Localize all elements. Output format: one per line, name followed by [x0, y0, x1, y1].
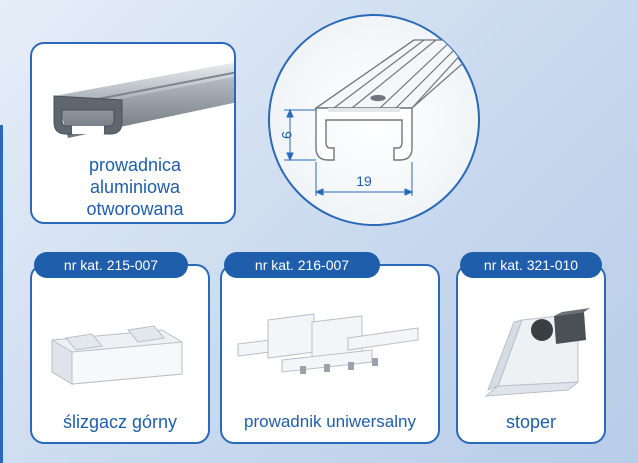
rail-label-line-3: otworowana [86, 199, 184, 219]
product-name-stopper: stoper [505, 412, 557, 432]
stopper-image [484, 308, 590, 397]
product-card-stopper: stoper [456, 264, 606, 444]
rail-label: prowadnica aluminiowa otworowana [32, 154, 234, 220]
badge-216-007: nr kat. 216-007 [224, 252, 380, 278]
rail-card: prowadnica aluminiowa otworowana [30, 42, 236, 224]
profile-diagram: 9 19 [268, 14, 480, 226]
rail-image [53, 62, 234, 138]
product-name-guide: prowadnik uniwersalny [244, 412, 416, 431]
product-name-slider: ślizgacz górny [62, 412, 178, 432]
slider-image [51, 325, 183, 385]
width-dimension-label: 19 [356, 173, 372, 189]
left-border-strip [0, 125, 3, 463]
product-card-guide: prowadnik uniwersalny [220, 264, 440, 444]
product-card-slider: ślizgacz górny [30, 264, 210, 444]
rail-label-line-1: prowadnica [88, 155, 182, 175]
badge-321-010: nr kat. 321-010 [460, 252, 602, 278]
badge-215-007: nr kat. 215-007 [34, 252, 188, 278]
height-dimension-label: 9 [279, 131, 295, 139]
rail-label-line-2: aluminiowa [89, 177, 181, 197]
guide-image [237, 313, 419, 374]
